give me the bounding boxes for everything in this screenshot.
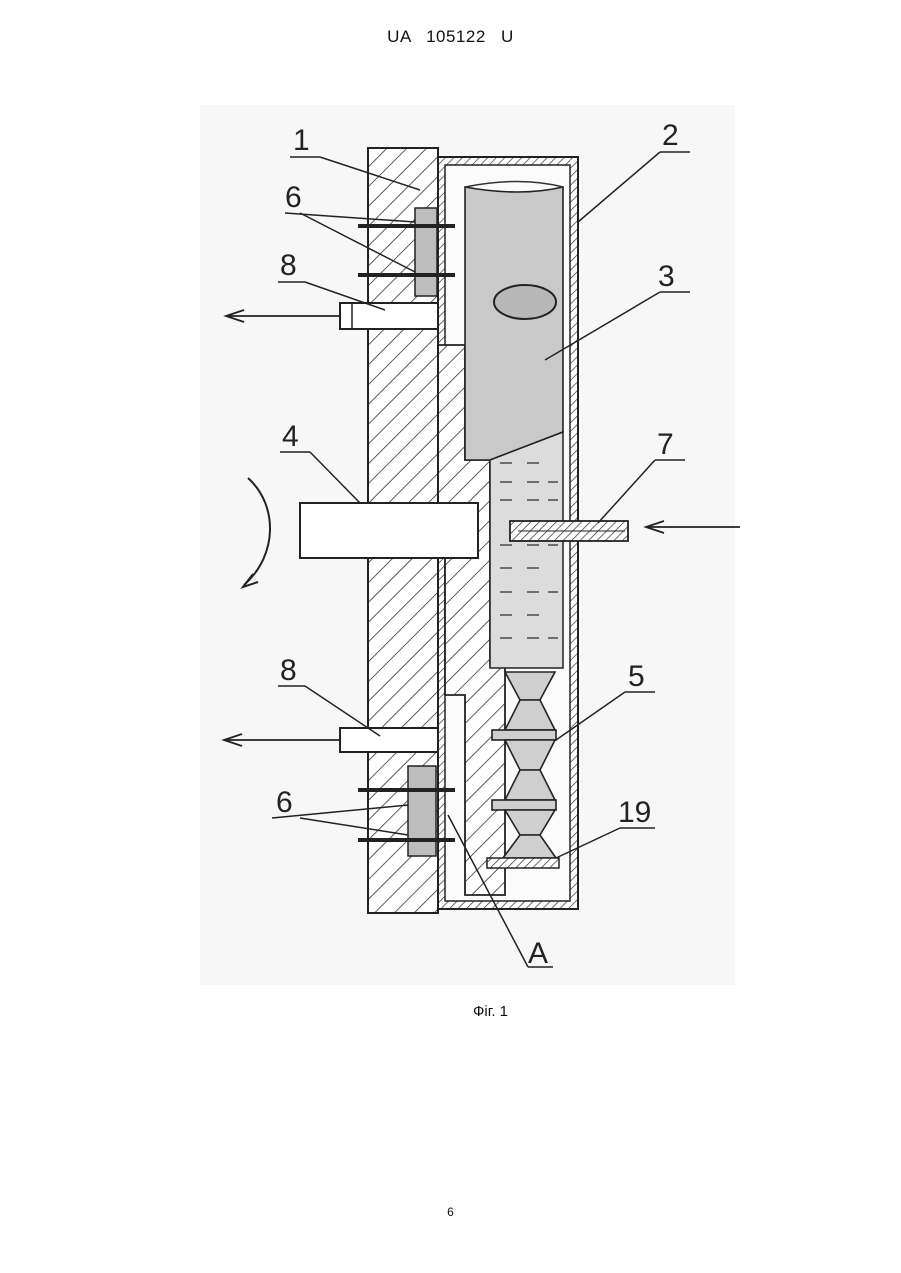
technical-drawing: 1 2 6 8 3 4 7 8 5 6 19 A xyxy=(195,100,740,990)
label-A: A xyxy=(528,937,548,970)
page-number: 6 xyxy=(0,1205,901,1219)
label-19: 19 xyxy=(618,796,651,829)
label-1: 1 xyxy=(293,124,310,157)
shaft-4 xyxy=(300,503,478,558)
label-6-bottom: 6 xyxy=(276,786,293,819)
label-4: 4 xyxy=(282,420,299,453)
base-plate-19 xyxy=(487,858,559,868)
label-8-bottom: 8 xyxy=(280,654,297,687)
label-8-top: 8 xyxy=(280,249,297,282)
label-2: 2 xyxy=(662,119,679,152)
flange-top xyxy=(415,208,437,296)
window-ellipse xyxy=(494,285,556,319)
flange-bottom xyxy=(408,766,436,856)
label-6-top: 6 xyxy=(285,181,302,214)
figure-caption-text: Фіг. 1 xyxy=(473,1003,508,1020)
label-7: 7 xyxy=(657,428,674,461)
liquid-area xyxy=(490,432,563,668)
figure-caption: Фіг. 1 xyxy=(0,1003,901,1020)
outlet-8-bottom xyxy=(340,728,438,752)
patent-number-header: UA 105122 U xyxy=(0,27,901,47)
chamber-3 xyxy=(465,187,563,460)
label-5: 5 xyxy=(628,660,645,693)
label-3: 3 xyxy=(658,260,675,293)
outlet-8-top xyxy=(340,303,438,329)
